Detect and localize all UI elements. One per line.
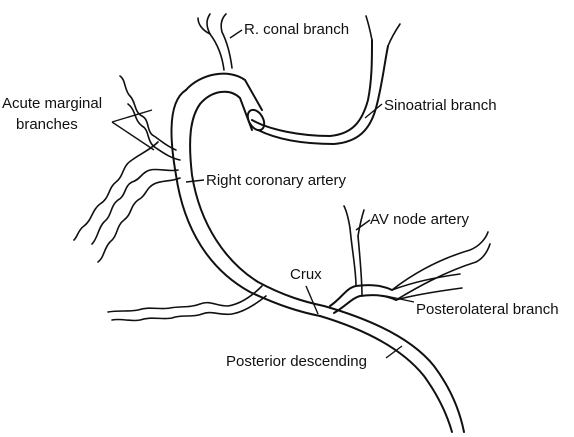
label-right-coronary-artery: Right coronary artery	[206, 172, 347, 189]
leader-right-coronary	[185, 179, 205, 183]
label-acute-marginal-line2: branches	[16, 116, 78, 133]
leader-posterior-descending	[385, 345, 403, 359]
r-conal-branch-vessel	[197, 13, 233, 71]
acute-inferior-wavy-branch	[107, 285, 267, 322]
right-coronary-artery-vessel	[170, 89, 325, 317]
acute-marginal-branches-vessels	[73, 75, 181, 263]
label-r-conal-branch: R. conal branch	[244, 21, 349, 38]
label-posterolateral-branch: Posterolateral branch	[416, 301, 559, 318]
label-posterior-descending: Posterior descending	[226, 353, 367, 370]
leader-acute-marginal-1	[111, 109, 153, 123]
aortic-root	[185, 72, 266, 132]
label-sinoatrial-branch: Sinoatrial branch	[384, 97, 497, 114]
label-crux: Crux	[290, 266, 322, 283]
leader-r-conal	[229, 29, 243, 39]
leader-acute-marginal-2	[111, 121, 155, 151]
leader-posterolateral	[385, 295, 415, 303]
label-av-node-artery: AV node artery	[370, 211, 469, 228]
leader-crux	[305, 285, 319, 315]
leader-av-node	[355, 219, 371, 231]
sinoatrial-branch-vessel	[251, 15, 401, 145]
av-node-artery-vessel	[343, 205, 365, 297]
label-acute-marginal-line1: Acute marginal	[2, 95, 102, 112]
posterior-descending-vessel	[319, 305, 465, 433]
leader-sinoatrial	[364, 103, 383, 119]
